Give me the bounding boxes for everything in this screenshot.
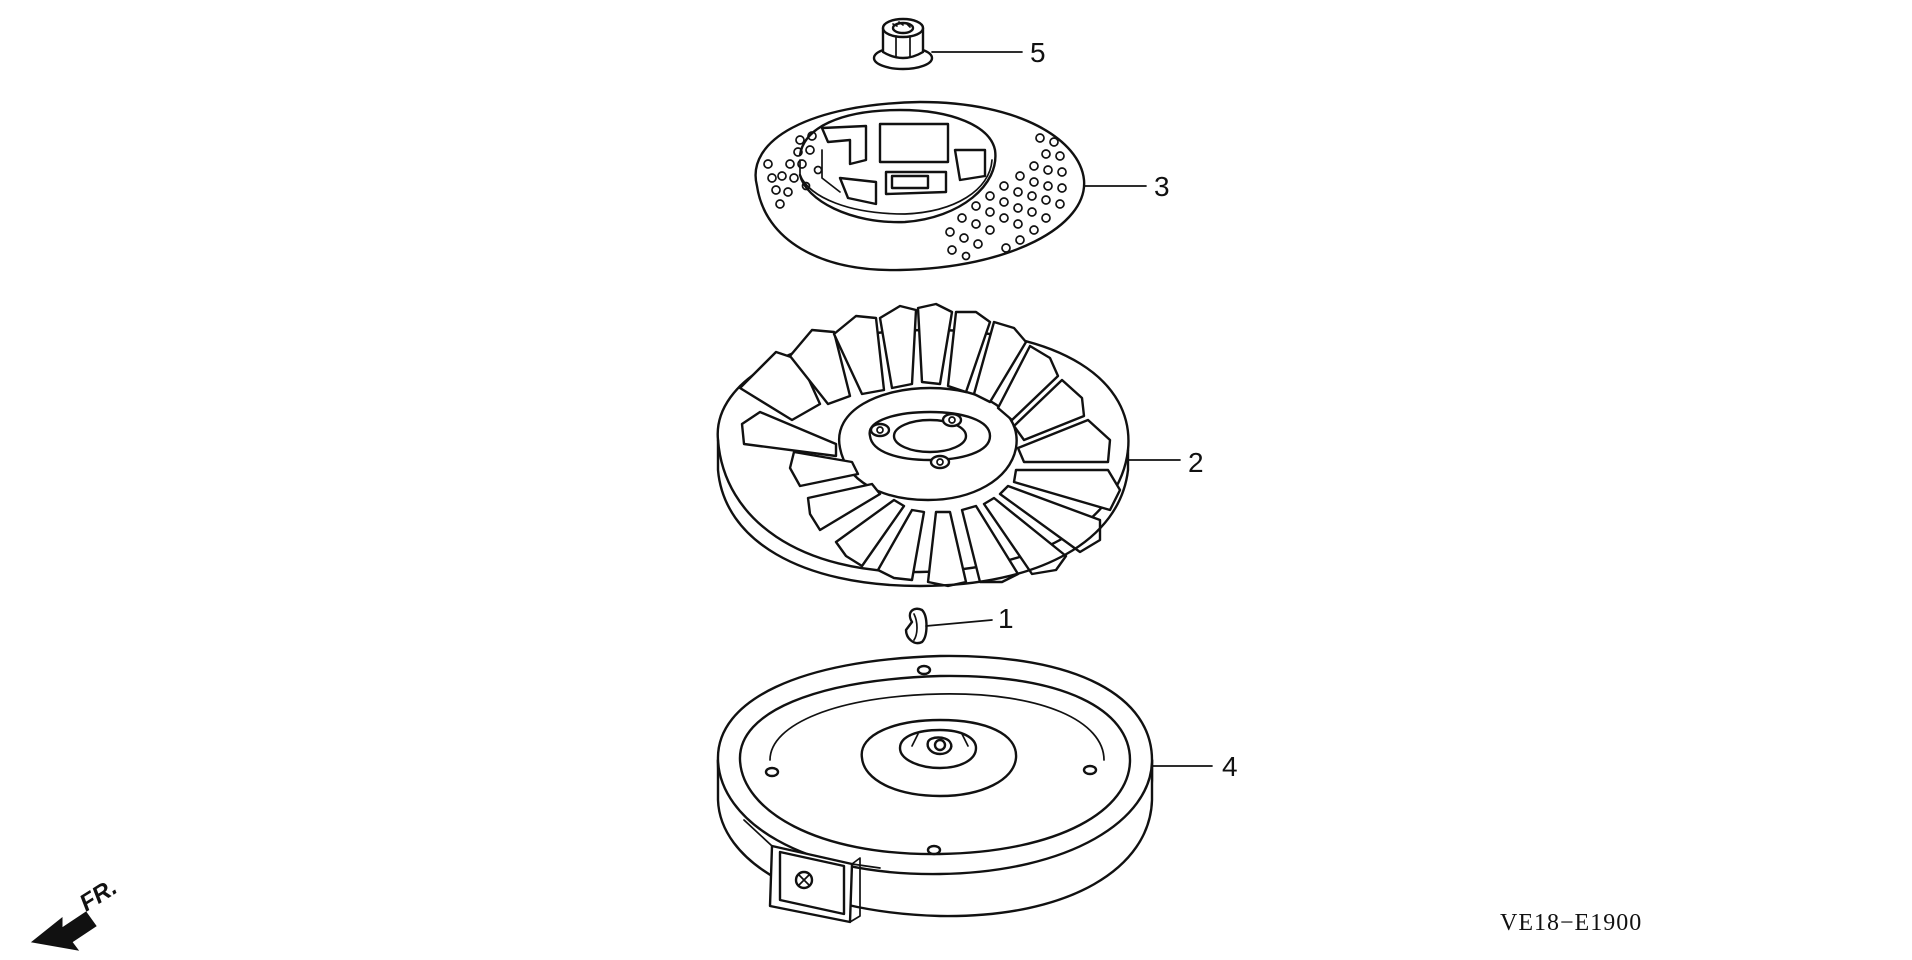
callout-number-5: 5 bbox=[1030, 37, 1046, 68]
cover-plate-holes bbox=[763, 131, 1067, 261]
callout-number-3: 3 bbox=[1154, 171, 1170, 202]
front-direction-label: FR. bbox=[75, 874, 122, 917]
flywheel-part bbox=[716, 654, 1154, 924]
woodruff-key-part bbox=[904, 607, 928, 645]
callout-number-2: 2 bbox=[1188, 447, 1204, 478]
fan-blades bbox=[738, 302, 1122, 588]
callout-number-4: 4 bbox=[1222, 751, 1238, 782]
cooling-fan-part bbox=[716, 302, 1130, 588]
fan-cover-plate-part bbox=[754, 100, 1086, 272]
callout-number-1: 1 bbox=[998, 603, 1014, 634]
flange-nut-part bbox=[872, 17, 934, 71]
front-direction-arrow-icon bbox=[30, 911, 97, 951]
front-direction-marker: FR. bbox=[30, 874, 122, 951]
diagram-code: VE18−E1900 bbox=[1500, 910, 1642, 936]
callout-leaders bbox=[925, 51, 1213, 767]
